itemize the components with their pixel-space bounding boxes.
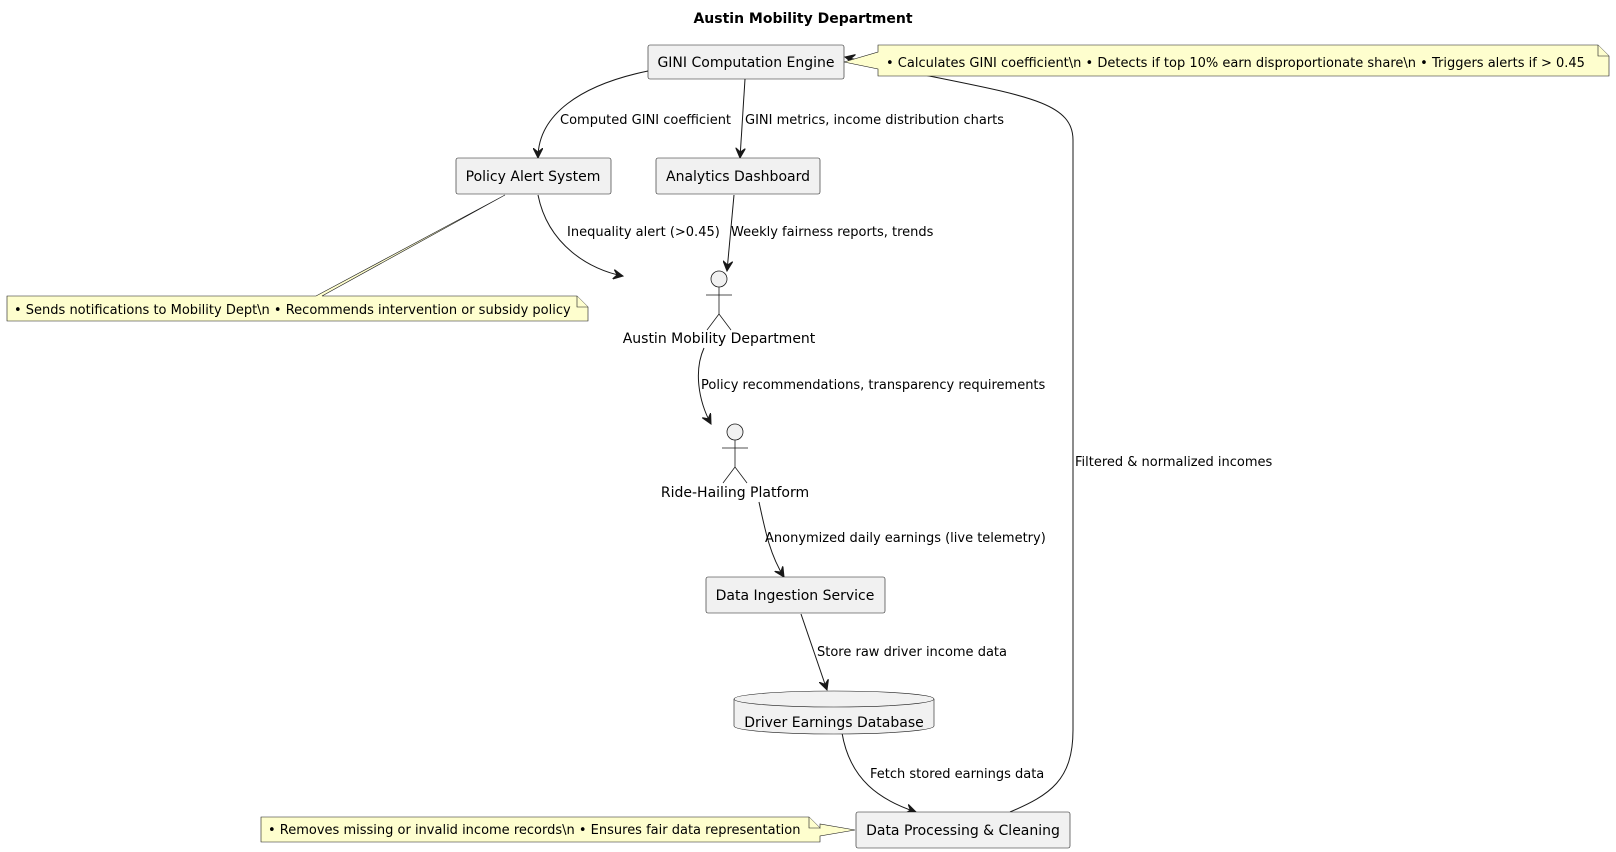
edge-label-dept-to-platform: Policy recommendations, transparency req… xyxy=(701,378,1046,393)
edge-label-analytics-to-dept: Weekly fairness reports, trends xyxy=(731,225,934,240)
edge-dept-to-platform xyxy=(697,347,711,424)
edge-label-gini-to-analytics: GINI metrics, income distribution charts xyxy=(745,113,1004,128)
note-gini-engine: • Calculates GINI coefficient\n • Detect… xyxy=(843,44,1610,77)
edge-analytics-to-dept xyxy=(727,194,735,271)
edge-database-to-processing xyxy=(841,732,916,812)
edge-ingestion-to-database xyxy=(800,613,827,690)
node-label-analytics: Analytics Dashboard xyxy=(666,169,810,185)
edge-label-database-to-processing: Fetch stored earnings data xyxy=(870,767,1044,782)
edge-label-gini-to-policy-alert: Computed GINI coefficient xyxy=(560,113,731,128)
edge-label-processing-to-gini: Filtered & normalized incomes xyxy=(1075,455,1273,470)
edge-gini-to-policy-alert xyxy=(538,70,649,158)
note-text-policy-alert: • Sends notifications to Mobility Dept\n… xyxy=(14,303,571,318)
node-policy-alert-system: Policy Alert System xyxy=(455,157,612,195)
edge-processing-to-gini xyxy=(845,57,1074,813)
actor-label-platform: Ride-Hailing Platform xyxy=(661,485,809,501)
diagram-title: Austin Mobility Department xyxy=(693,11,912,27)
edge-label-platform-to-ingestion: Anonymized daily earnings (live telemetr… xyxy=(765,531,1046,546)
edge-label-policy-alert-to-dept: Inequality alert (>0.45) xyxy=(567,225,720,240)
edge-label-ingestion-to-database: Store raw driver income data xyxy=(817,645,1007,660)
edge-policy-alert-to-dept xyxy=(537,194,623,276)
actor-label-mobility-dept: Austin Mobility Department xyxy=(623,331,816,347)
note-policy-alert: • Sends notifications to Mobility Dept\n… xyxy=(6,194,589,322)
note-text-gini: • Calculates GINI coefficient\n • Detect… xyxy=(886,56,1585,71)
actor-ride-hailing-platform: Ride-Hailing Platform xyxy=(661,423,809,501)
node-gini-computation-engine: GINI Computation Engine xyxy=(647,44,845,80)
actor-austin-mobility-department: Austin Mobility Department xyxy=(623,270,816,347)
note-text-processing: • Removes missing or invalid income reco… xyxy=(268,823,800,838)
node-driver-earnings-database: Driver Earnings Database xyxy=(733,690,935,735)
node-label-ingestion: Data Ingestion Service xyxy=(716,588,875,604)
node-label-database: Driver Earnings Database xyxy=(744,715,924,731)
edge-gini-to-analytics xyxy=(740,78,745,158)
node-data-ingestion-service: Data Ingestion Service xyxy=(705,576,886,614)
node-label-gini: GINI Computation Engine xyxy=(657,55,834,71)
node-label-processing: Data Processing & Cleaning xyxy=(866,823,1060,839)
note-data-processing: • Removes missing or invalid income reco… xyxy=(260,816,856,843)
edge-platform-to-ingestion xyxy=(758,501,784,577)
node-data-processing-cleaning: Data Processing & Cleaning xyxy=(855,811,1071,849)
node-analytics-dashboard: Analytics Dashboard xyxy=(655,157,821,195)
node-label-policy-alert: Policy Alert System xyxy=(466,169,601,185)
